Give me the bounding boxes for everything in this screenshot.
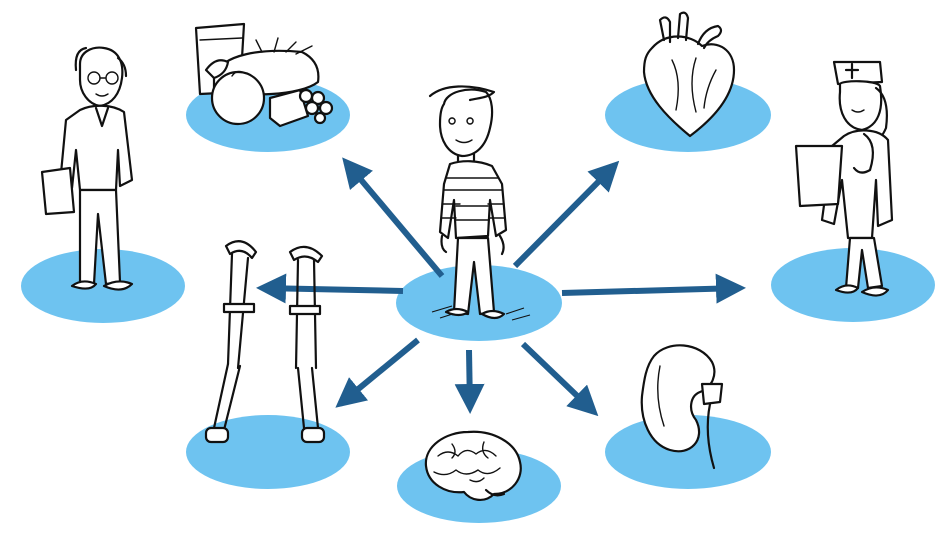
boy-striped-shirt-icon	[428, 85, 531, 321]
heart-icon	[642, 11, 736, 138]
arrow-to-kidney	[520, 341, 599, 417]
food-basket-icon	[194, 22, 334, 128]
brain-icon	[424, 430, 522, 501]
crutches-icon	[204, 240, 326, 444]
arrow-to-food	[342, 157, 445, 278]
nurse-icon	[794, 60, 894, 297]
kidney-icon	[640, 344, 724, 470]
doctor-man-icon	[40, 46, 134, 291]
arrow-to-doctor	[256, 273, 404, 304]
platform-kidney	[605, 415, 771, 489]
arrow-to-nurse	[561, 273, 746, 304]
arrow-layer	[256, 157, 746, 417]
arrow-to-brain	[454, 349, 485, 414]
platform-crutches	[186, 415, 350, 489]
arrow-to-crutches	[335, 337, 420, 408]
arrow-to-heart	[512, 160, 620, 269]
